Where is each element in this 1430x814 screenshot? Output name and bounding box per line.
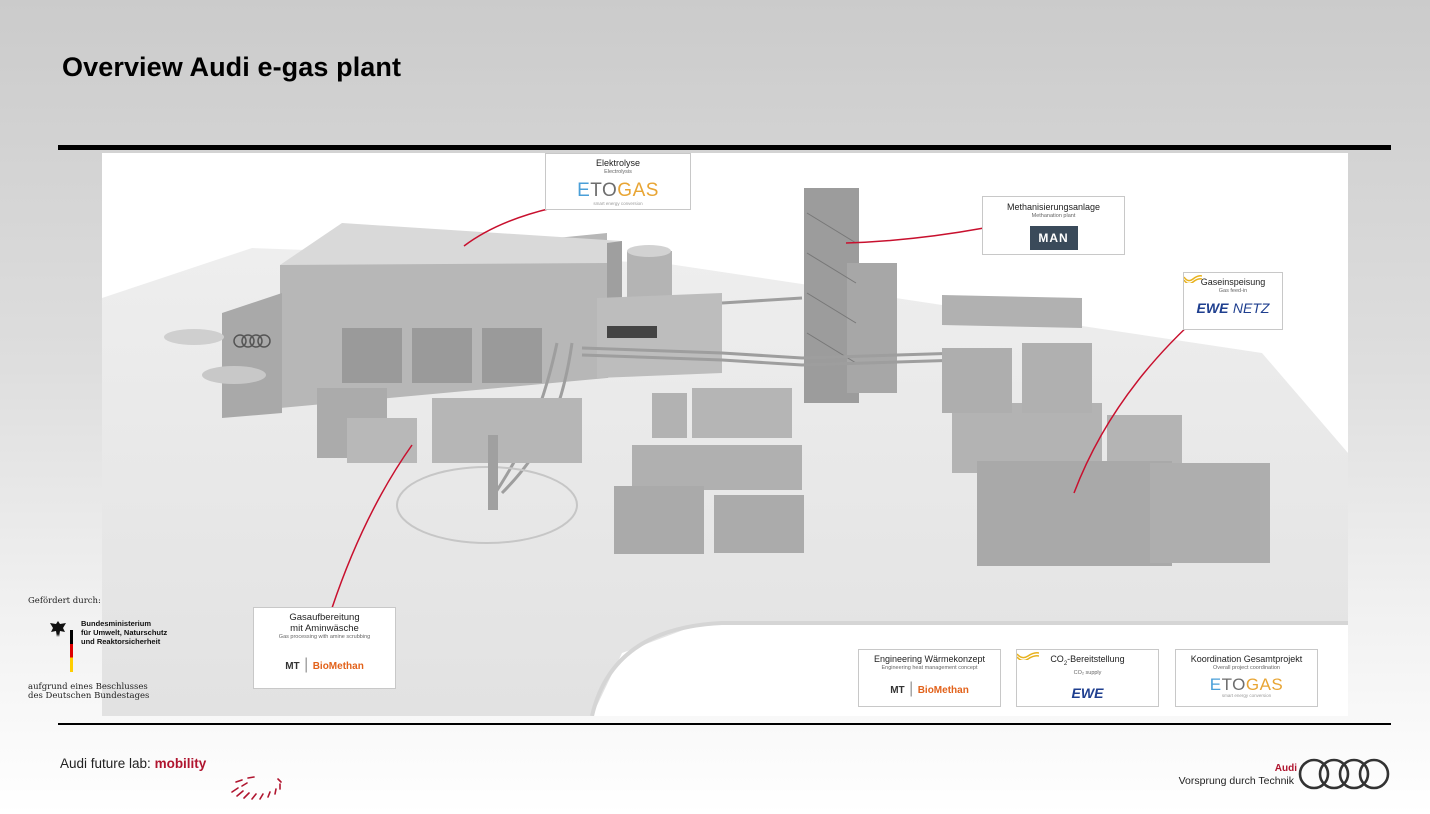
callout-gasaufbereitung-de-2: mit Aminwäsche	[290, 623, 359, 634]
etogas-tagline-2: smart energy conversion	[1221, 693, 1272, 698]
federal-eagle-icon	[50, 621, 66, 637]
callout-co2-de: CO2-Bereitstellung	[1017, 654, 1158, 670]
etogas-logo-to: TO	[590, 180, 618, 201]
etogas-logo-2-to: TO	[1221, 675, 1246, 694]
canopy	[942, 295, 1082, 328]
bottom-divider	[58, 723, 1391, 725]
ewe-logo-text: EWE	[1071, 684, 1104, 701]
biomethan-logo: MT | BioMethan	[285, 656, 364, 673]
bundestag-note-line-2: des Deutschen Bundestages	[28, 691, 150, 701]
etogas-logo-2-gas: GAS	[1245, 675, 1284, 694]
tower-annex	[847, 263, 897, 393]
ewe-netz-logo-netz: NETZ	[1232, 300, 1270, 316]
etogas-tagline: smart energy conversion	[593, 201, 643, 206]
plant-render	[102, 188, 1348, 716]
man-logo-text: MAN	[1038, 231, 1069, 245]
callout-elektrolyse: Elektrolyse Electrolysis ETOGAS smart en…	[545, 153, 691, 210]
callout-elektrolyse-de: Elektrolyse	[595, 158, 640, 168]
slide-title: Overview Audi e-gas plant	[62, 52, 402, 82]
callout-co2-de-b: -Bereitstellung	[1067, 654, 1125, 664]
ministry-line-1: Bundesministerium	[81, 619, 152, 628]
hall-door-1	[342, 328, 402, 383]
block-c	[432, 398, 582, 463]
top-divider	[58, 145, 1391, 150]
callout-koordination-en: Overall project coordination	[1213, 665, 1280, 671]
callout-gaseinspeisung-de: Gaseinspeisung	[1200, 277, 1266, 287]
ewe-wave-icon	[1017, 652, 1039, 660]
audi-wordmark: Audi	[1274, 763, 1297, 774]
ewe-wave-icon	[1184, 275, 1202, 283]
callout-koordination-de: Koordination Gesamtprojekt	[1190, 654, 1303, 664]
block-j	[942, 348, 1012, 413]
callout-gasaufbereitung-de-1: Gasaufbereitung	[289, 612, 360, 623]
engineering-biomethan-logo: MT | BioMethan	[890, 680, 969, 697]
ewe-logo: EWE	[1017, 652, 1158, 703]
callout-engineering-en: Engineering heat management concept	[881, 665, 978, 671]
hall-audi-rings	[233, 334, 271, 348]
bundestag-note: aufgrund eines Beschlusses des Deutschen…	[28, 683, 149, 701]
block-k	[1022, 343, 1092, 413]
road-edge	[590, 621, 1348, 716]
audi-rings-logo	[1298, 758, 1390, 790]
gefoerdert-label: Gefördert durch:	[28, 596, 101, 606]
plant-illustration: Elektrolyse Electrolysis ETOGAS smart en…	[102, 153, 1348, 716]
callout-elektrolyse-en: Electrolysis	[604, 169, 632, 175]
callout-co2-en: CO₂ supply	[1073, 669, 1102, 676]
future-lab-text: Audi future lab:	[60, 756, 155, 771]
block-h	[714, 495, 804, 553]
ministry-line-3: und Reaktorsicherheit	[81, 637, 161, 646]
block-e	[692, 388, 792, 438]
etogas-logo-2: ETOGAS	[1176, 676, 1317, 693]
etogas-logo-2-e: E	[1209, 675, 1222, 694]
callout-methanisierung-de: Methanisierungsanlage	[1006, 202, 1101, 212]
callout-co2-de-sub: 2	[1063, 660, 1068, 667]
hall-door-2	[412, 328, 472, 383]
vorsprung-slogan: Vorsprung durch Technik	[1178, 775, 1294, 787]
block-g	[614, 486, 704, 554]
etogas-logo: ETOGAS	[546, 181, 690, 201]
block-d	[652, 393, 687, 438]
german-flag-stripe	[70, 630, 73, 672]
bundestag-note-line-1: aufgrund eines Beschlusses	[28, 682, 148, 692]
block-l	[1107, 415, 1182, 470]
car-2	[202, 366, 266, 384]
callout-engineering: Engineering Wärmekonzept Engineering hea…	[858, 649, 1001, 707]
block-f	[632, 445, 802, 490]
hall-door-3	[482, 328, 542, 383]
block-b	[347, 418, 417, 463]
ministry-line-2: für Umwelt, Naturschutz	[81, 628, 168, 637]
hall-annex	[222, 293, 282, 418]
scrubber-column	[488, 435, 498, 510]
man-logo: MAN	[1029, 226, 1078, 250]
callout-co2-de-a: CO	[1050, 654, 1064, 664]
callout-koordination: Koordination Gesamtprojekt Overall proje…	[1175, 649, 1318, 707]
callout-gaseinspeisung-en: Gas feed-in	[1218, 288, 1248, 294]
engineering-logo-text: BioMethan	[917, 685, 969, 696]
etogas-logo-e: E	[577, 180, 591, 201]
future-lab-label: Audi future lab: mobility	[60, 756, 206, 771]
ewe-netz-logo-ewe: EWE	[1196, 300, 1229, 316]
ministry-name: Bundesministerium für Umwelt, Naturschut…	[81, 619, 167, 646]
biomethan-logo-mt: MT	[285, 661, 300, 672]
callout-gasaufbereitung-en: Gas processing with amine scrubbing	[278, 634, 371, 640]
callout-methanisierung-en: Methanation plant	[1031, 213, 1076, 219]
block-m	[977, 461, 1172, 566]
block-n	[1150, 463, 1270, 563]
ewe-netz-logo: EWE NETZ	[1184, 275, 1282, 318]
mobility-swirl-icon	[231, 776, 282, 800]
ground-marking	[396, 466, 578, 544]
leader-lines	[331, 207, 1203, 609]
callout-methanisierung: Methanisierungsanlage Methanation plant …	[982, 196, 1125, 255]
main-hall-roof	[280, 223, 622, 265]
mobility-text: mobility	[154, 756, 207, 771]
biomethan-logo-text: BioMethan	[312, 661, 364, 672]
engineering-logo-mt: MT	[890, 685, 905, 696]
car-1	[164, 329, 224, 345]
callout-co2: CO2-Bereitstellung CO₂ supply EWE	[1016, 649, 1159, 707]
callout-gaseinspeisung: Gaseinspeisung Gas feed-in EWE NETZ	[1183, 272, 1283, 330]
etogas-logo-gas: GAS	[617, 180, 659, 201]
callout-engineering-de: Engineering Wärmekonzept	[873, 654, 986, 664]
callout-gasaufbereitung: Gasaufbereitung mit Aminwäsche Gas proce…	[253, 607, 396, 689]
